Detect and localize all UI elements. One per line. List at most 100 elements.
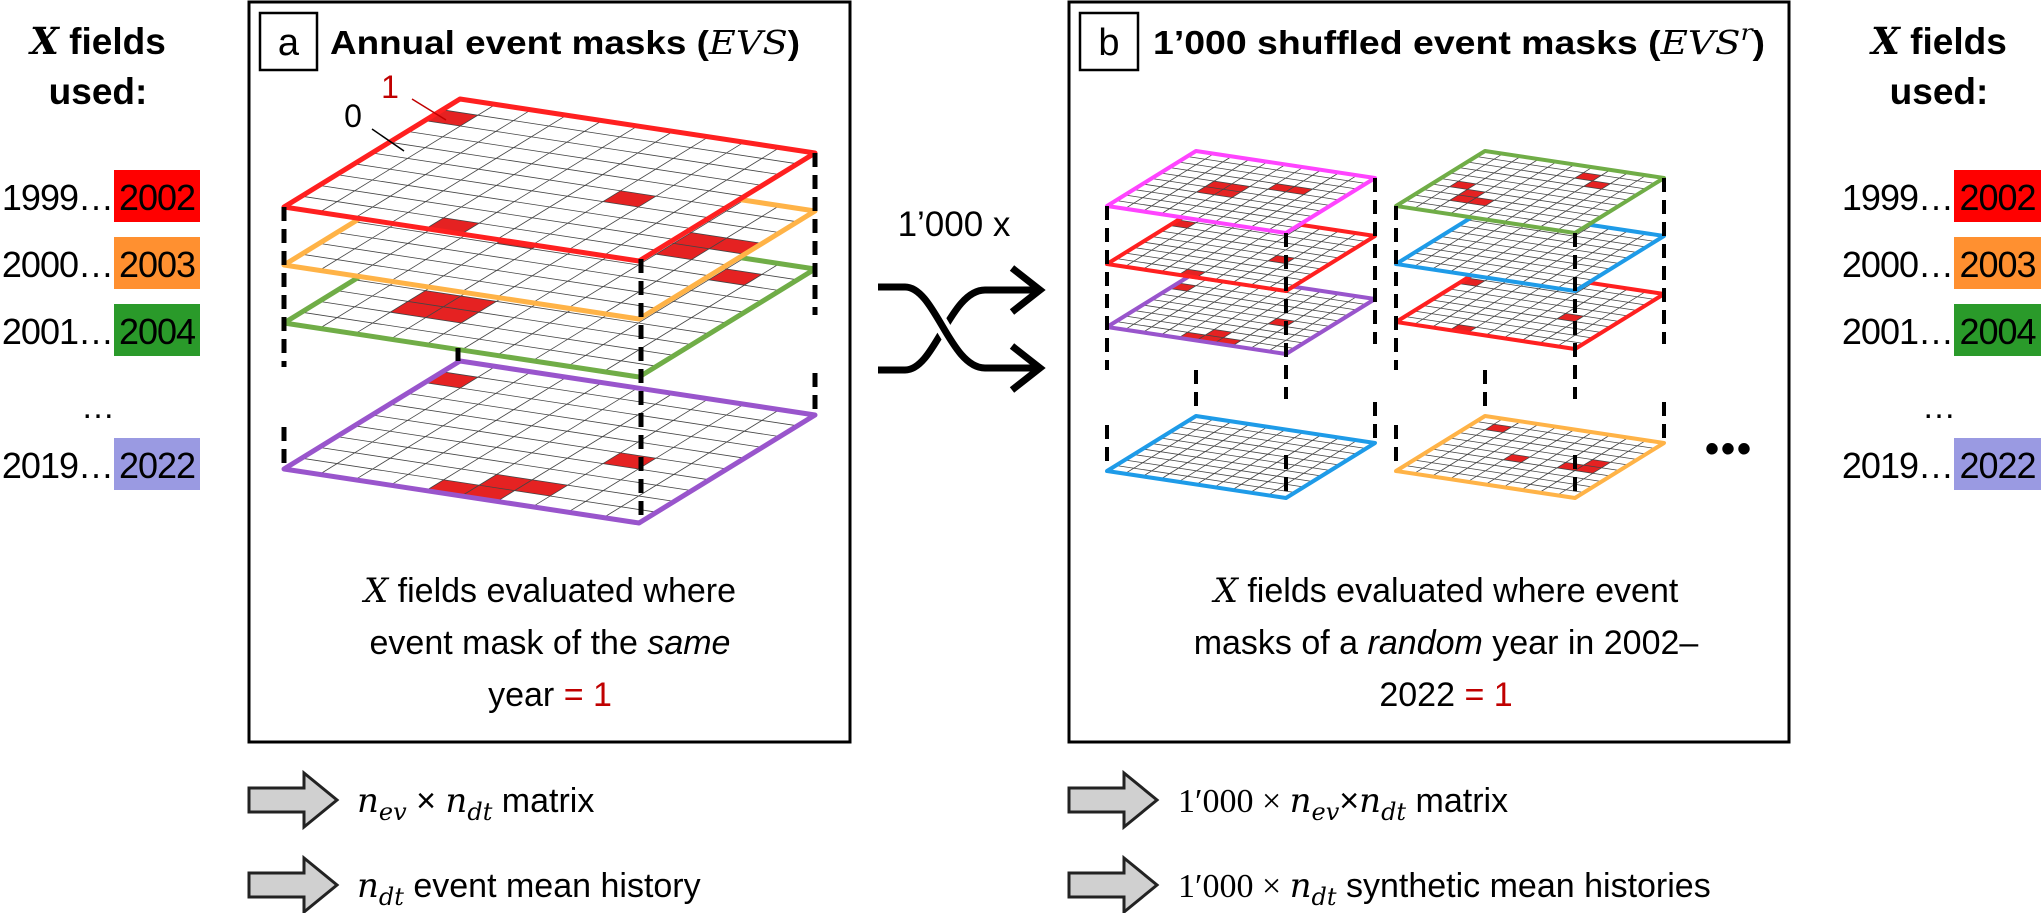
event-cell <box>407 290 461 307</box>
grid-line <box>1422 247 1602 275</box>
grid-line <box>1538 230 1629 286</box>
grid-line <box>1142 448 1322 477</box>
caption-line-1: X fields evaluated where event <box>1211 571 1679 611</box>
grid-line <box>1142 183 1322 212</box>
grid-line <box>1538 172 1629 228</box>
grid-line <box>1538 437 1629 493</box>
panel-b-label-box <box>1078 11 1140 72</box>
grid-line <box>1521 434 1611 491</box>
more-samples-ellipsis: ••• <box>1705 427 1753 471</box>
grid-line <box>336 436 692 491</box>
caption-line-2: masks of a random year in 2002– <box>1194 624 1699 662</box>
grid-line <box>1404 258 1584 286</box>
panel-b-caption: X fields evaluated where event masks of … <box>1194 571 1699 714</box>
grid-line <box>603 205 780 314</box>
grid-line <box>1151 236 1331 264</box>
grid-line <box>1115 321 1295 349</box>
event-cell <box>656 243 710 260</box>
grid-line <box>1267 439 1358 496</box>
caption-line-3: 2022 = 1 <box>1379 676 1512 714</box>
output-matrix-text: nev × ndt matrix <box>357 781 594 826</box>
grid-line <box>1404 200 1584 228</box>
legend-end-year: 2002 <box>1959 177 2035 218</box>
grid-line <box>1133 247 1313 275</box>
event-mask-layer <box>281 358 818 526</box>
event-cell <box>390 301 444 318</box>
event-cell <box>673 232 727 249</box>
caption-line-3: year = 1 <box>488 676 612 714</box>
panel-a: a Annual event masks (EVS) 1 0 X fields … <box>247 0 852 744</box>
right-legend: X fields used: 1999…20022000…20032001…20… <box>1842 19 2041 490</box>
grid-line <box>1556 439 1647 496</box>
output-arrow-icon <box>1067 769 1160 831</box>
grid-line <box>603 263 780 372</box>
grid-line <box>1556 232 1647 289</box>
legend-title: X fields <box>1869 19 2007 63</box>
legend-ellipsis: … <box>81 388 115 426</box>
grid-line <box>532 398 709 508</box>
grid-line <box>1556 174 1647 231</box>
grid-line <box>371 414 728 470</box>
output-histories-text: 1′000 × ndt synthetic mean histories <box>1178 866 1711 911</box>
grid-line <box>319 243 675 298</box>
event-cell <box>425 306 479 323</box>
grid-line <box>1422 454 1602 482</box>
grid-line <box>1124 315 1304 344</box>
legend-end-year: 2004 <box>1959 311 2035 352</box>
mask-layer-border <box>1394 414 1666 500</box>
grid-line <box>496 393 674 502</box>
grid-line <box>1151 299 1331 327</box>
year-color-swatch <box>114 237 200 289</box>
grid-line <box>354 163 710 219</box>
grid-line <box>1115 465 1295 493</box>
legend-row: 1999…2002 <box>2 170 200 222</box>
grid-line <box>1124 252 1304 281</box>
grid-line <box>1440 236 1620 264</box>
grid-line <box>567 403 745 513</box>
grid-line <box>1267 295 1358 352</box>
grid-line <box>1124 459 1304 488</box>
legend-row: 2001…2004 <box>1842 304 2041 356</box>
grid-line <box>319 301 675 356</box>
grid-line <box>1249 437 1340 493</box>
shuffled-mask-stack <box>1105 149 1377 500</box>
grid-line <box>1214 224 1304 281</box>
legend-row: 2019…2022 <box>2 438 200 490</box>
legend-end-year: 2004 <box>119 311 195 352</box>
output-history-text: ndt event mean history <box>357 866 701 911</box>
grid-line <box>567 199 745 309</box>
grid-line <box>1214 431 1304 488</box>
grid-line <box>532 136 709 246</box>
grid-line <box>301 311 657 367</box>
annotation-one-leader <box>411 98 447 121</box>
annotation-zero-leader <box>371 128 405 152</box>
shuffle-step: 1’000 x <box>878 205 1046 393</box>
grid-line <box>354 425 710 481</box>
legend-end-year: 2022 <box>1959 445 2035 486</box>
grid-line <box>1431 183 1611 212</box>
grid-line <box>1503 282 1593 339</box>
grid-line <box>1440 294 1620 322</box>
grid-line <box>1503 166 1593 223</box>
legend-end-year: 2002 <box>119 177 195 218</box>
grid-line <box>1232 227 1322 284</box>
grid-line <box>336 290 692 345</box>
legend-title-line2: used: <box>49 71 148 112</box>
panel-a-caption: X fields evaluated where event mask of t… <box>361 571 736 714</box>
grid-line <box>1404 316 1584 344</box>
panel-a-label: a <box>278 22 300 64</box>
legend-title: X fields <box>28 19 166 63</box>
shuffle-count-label: 1’000 x <box>898 205 1011 244</box>
year-color-swatch <box>1954 438 2041 490</box>
grid-line <box>1151 443 1331 471</box>
output-matrix-text: 1′000 × nev×ndt matrix <box>1178 781 1508 826</box>
grid-line <box>496 131 674 240</box>
year-color-swatch <box>114 438 200 490</box>
year-color-swatch <box>1954 237 2041 289</box>
event-cell <box>479 474 533 491</box>
event-mask-layer <box>1105 149 1377 235</box>
legend-start-year: 2001… <box>1842 311 1953 352</box>
grid-line <box>1556 290 1647 347</box>
output-arrow-icon <box>1067 854 1160 913</box>
